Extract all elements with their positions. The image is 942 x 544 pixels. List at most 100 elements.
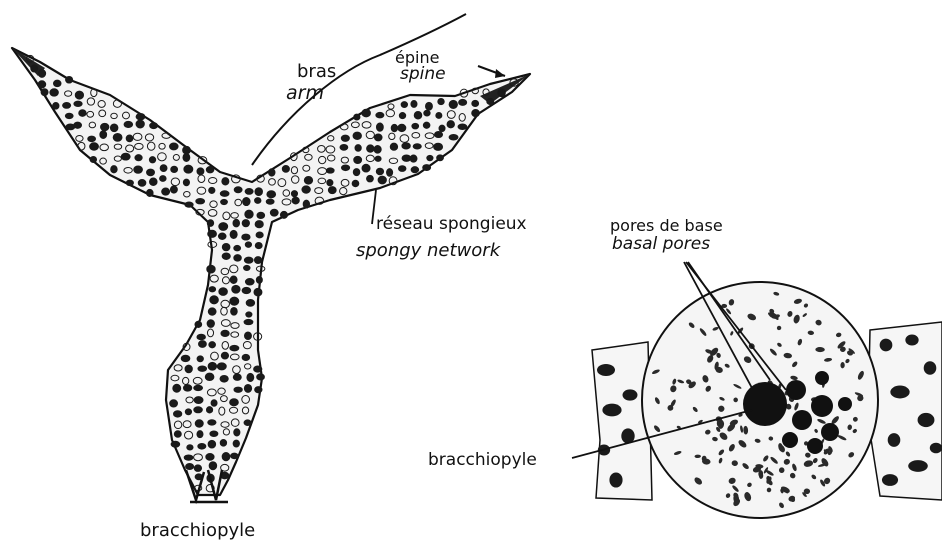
network-pore <box>459 99 467 105</box>
network-pore <box>220 375 228 382</box>
label-pores-en: basal pores <box>612 236 710 253</box>
network-pore <box>207 265 215 273</box>
network-pore <box>230 345 239 350</box>
network-pore <box>233 374 241 380</box>
network-pore <box>162 188 170 195</box>
network-pore <box>206 453 214 460</box>
network-pore <box>160 176 166 182</box>
network-pore <box>436 113 442 119</box>
network-pore <box>340 144 348 150</box>
network-pore <box>266 199 274 204</box>
network-pore <box>280 211 287 218</box>
network-pore <box>291 191 297 197</box>
network-pore <box>150 123 158 129</box>
network-pore <box>233 219 240 227</box>
network-pore <box>231 308 238 316</box>
network-pore <box>257 374 265 380</box>
fragment-pore <box>602 404 621 417</box>
network-pore <box>126 135 133 142</box>
basal-pore <box>811 395 833 417</box>
network-pore <box>255 387 262 393</box>
network-pore <box>209 287 216 292</box>
network-pore <box>208 440 216 448</box>
fragment-pore <box>880 339 893 352</box>
network-pore <box>31 65 38 72</box>
fragment-pore <box>888 433 901 447</box>
network-pore <box>242 234 250 240</box>
network-pore <box>197 168 204 175</box>
network-pore <box>303 200 309 208</box>
network-pore <box>376 112 384 117</box>
network-pore <box>399 113 405 119</box>
basal-pore <box>821 423 839 441</box>
network-pore <box>234 187 242 193</box>
network-pore <box>362 164 370 172</box>
network-pore <box>174 431 181 438</box>
network-pore <box>207 320 214 328</box>
network-pore <box>208 308 216 315</box>
network-pore <box>185 409 191 415</box>
network-pore <box>222 243 230 250</box>
network-pore <box>355 145 361 152</box>
network-pore <box>209 187 215 193</box>
network-pore <box>401 102 407 108</box>
network-pore <box>90 143 99 150</box>
network-pore <box>292 197 299 204</box>
network-pore <box>134 166 143 173</box>
network-pore <box>138 179 146 186</box>
network-pore <box>304 177 312 185</box>
fragment-pore <box>890 386 909 399</box>
network-pore <box>184 165 193 173</box>
network-pore <box>50 89 58 96</box>
network-pore <box>398 166 405 172</box>
fragment-pore <box>623 389 638 400</box>
network-pore <box>255 221 263 228</box>
network-pore <box>256 276 262 283</box>
network-pore <box>222 178 229 185</box>
network-pore <box>198 443 206 449</box>
network-pore <box>413 144 421 149</box>
network-pore <box>197 356 203 362</box>
network-pore <box>136 113 145 119</box>
network-pore <box>230 297 239 305</box>
network-pore <box>234 255 242 261</box>
network-pore <box>79 110 86 117</box>
network-pore <box>374 146 381 154</box>
network-pore <box>90 156 96 162</box>
network-pore <box>210 431 218 436</box>
network-pore <box>423 122 430 128</box>
network-pore <box>181 355 190 361</box>
network-pore <box>267 191 276 198</box>
network-pore <box>434 143 443 150</box>
network-pore <box>234 387 242 392</box>
network-pore <box>438 98 444 104</box>
network-pore <box>245 242 251 247</box>
network-pore <box>206 407 212 413</box>
network-pore <box>147 169 155 176</box>
network-pore <box>352 180 359 186</box>
network-pore <box>221 352 228 359</box>
basal-pore <box>815 371 829 385</box>
network-pore <box>398 124 406 131</box>
label-network-fr: réseau spongieux <box>376 216 527 233</box>
network-pore <box>184 455 193 460</box>
brachiopyle-opening <box>743 382 787 426</box>
network-pore <box>149 178 157 186</box>
label-pores-fr: pores de base <box>610 218 723 234</box>
network-pore <box>194 465 201 472</box>
network-pore <box>53 102 59 109</box>
network-pore <box>353 132 361 139</box>
network-pore <box>242 220 249 227</box>
network-pore <box>65 113 73 118</box>
network-pore <box>170 143 179 150</box>
network-pore <box>170 186 177 193</box>
network-pore <box>234 245 241 250</box>
network-pore <box>498 89 506 97</box>
network-pore <box>375 156 381 161</box>
spine-arrowhead <box>495 69 505 78</box>
network-pore <box>230 230 237 238</box>
network-pore <box>220 191 229 197</box>
network-pore <box>234 429 240 436</box>
network-pore <box>270 209 278 216</box>
fragment-pore <box>905 334 918 345</box>
